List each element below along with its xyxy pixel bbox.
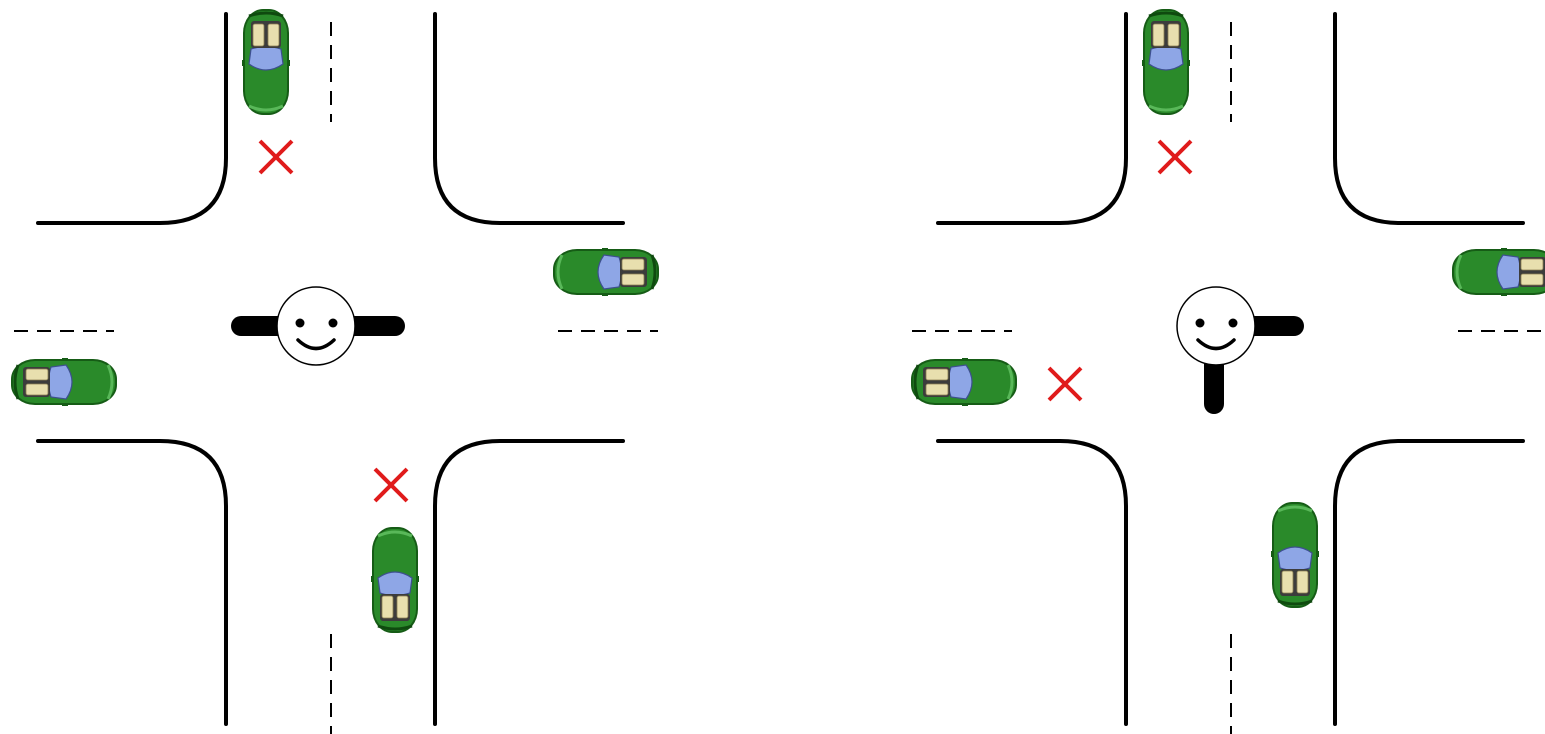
- scene-right: [909, 7, 1545, 734]
- curb-top-right: [433, 12, 625, 225]
- lane-markings: [14, 22, 658, 734]
- officer-face: [276, 286, 356, 366]
- curb-top-left: [936, 12, 1128, 225]
- curb-bottom-left: [936, 439, 1128, 726]
- road-curbs: [936, 12, 1525, 726]
- officer-eye-left: [295, 318, 305, 328]
- car-icon: [1269, 500, 1321, 610]
- scene-left: [9, 7, 661, 734]
- officer-eye-left: [1195, 318, 1205, 328]
- traffic-officer-icon: [231, 286, 405, 366]
- cross-icon: [1047, 366, 1083, 402]
- car-icon: [551, 246, 661, 298]
- curb-bottom-left: [36, 439, 228, 726]
- curb-top-right: [1333, 12, 1525, 225]
- car-icon: [1140, 7, 1192, 117]
- car-icon: [9, 356, 119, 408]
- officer-smile: [1196, 338, 1236, 351]
- cross-icon: [258, 139, 294, 175]
- officer-face: [1176, 286, 1256, 366]
- car-icon: [240, 7, 292, 117]
- curb-bottom-right: [1333, 439, 1525, 726]
- lane-markings: [912, 22, 1545, 734]
- curb-bottom-right: [433, 439, 625, 726]
- curb-top-left: [36, 12, 228, 225]
- cross-icon: [1157, 139, 1193, 175]
- cross-icon: [373, 467, 409, 503]
- car-icon: [909, 356, 1019, 408]
- officer-eye-right: [328, 318, 338, 328]
- officer-smile: [296, 338, 336, 351]
- car-icon: [1450, 246, 1545, 298]
- officer-eye-right: [1228, 318, 1238, 328]
- car-icon: [369, 525, 421, 635]
- traffic-officer-icon: [1176, 286, 1304, 414]
- road-curbs: [36, 12, 625, 726]
